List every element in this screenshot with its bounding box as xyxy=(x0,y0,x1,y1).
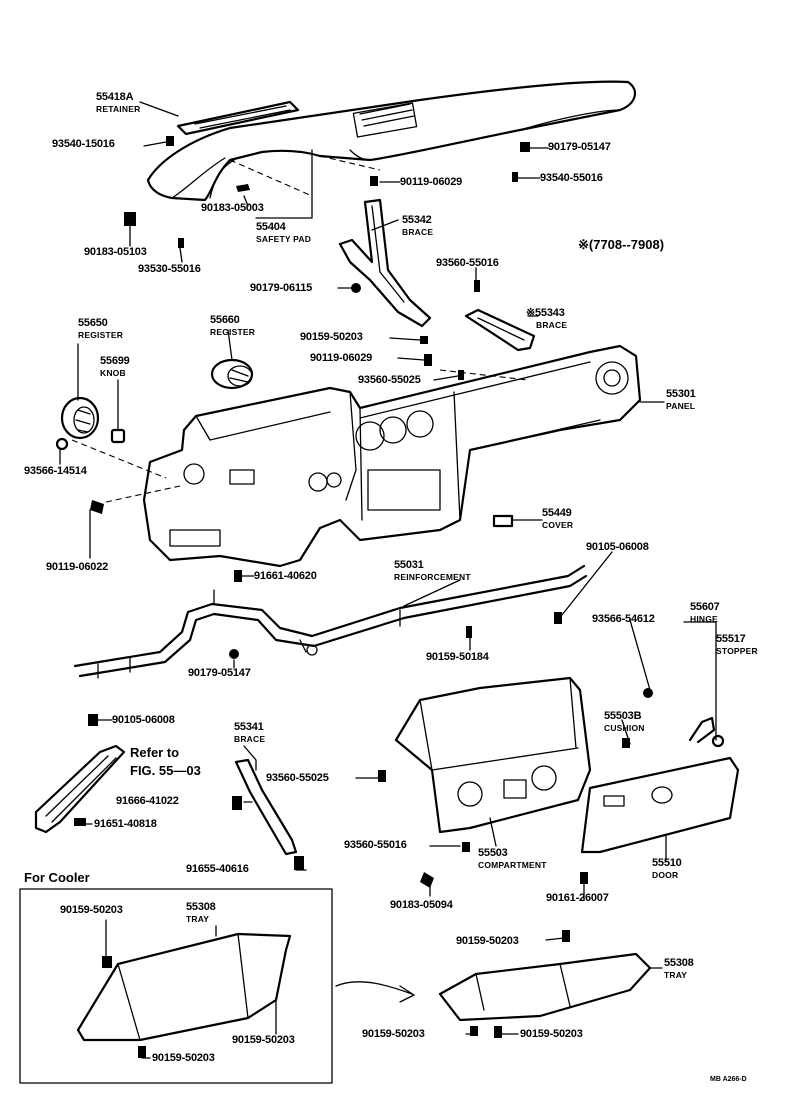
label-brace-55342: BRACE xyxy=(402,227,434,237)
knob-part xyxy=(110,428,126,444)
label-brace-55343: BRACE xyxy=(536,320,568,330)
label-55418a: 55418A xyxy=(96,91,134,103)
label-90159-50203-upper: 90159-50203 xyxy=(300,331,363,343)
label-55404: 55404 xyxy=(256,221,286,233)
label-stopper: STOPPER xyxy=(716,646,758,656)
tray-cooler-part xyxy=(76,932,292,1042)
label-brace-55341: BRACE xyxy=(234,734,266,744)
label-90183-05003: 90183-05003 xyxy=(201,202,264,214)
cover-part xyxy=(492,514,514,528)
label-93566-54612: 93566-54612 xyxy=(592,613,655,625)
label-93560-55025-lower: 93560-55025 xyxy=(266,772,329,784)
label-93540-55016: 93540-55016 xyxy=(540,172,603,184)
label-register-55660: REGISTER xyxy=(210,327,256,337)
label-fig-55-03: FIG. 55—03 xyxy=(130,763,201,778)
label-panel: PANEL xyxy=(666,401,696,411)
tray-part xyxy=(438,952,652,1022)
label-reinforcement: REINFORCEMENT xyxy=(394,572,471,582)
label-91666-41022: 91666-41022 xyxy=(116,795,179,807)
label-90105-06008-left: 90105-06008 xyxy=(112,714,175,726)
label-55503b: 55503B xyxy=(604,710,642,722)
label-90179-05147-top: 90179-05147 xyxy=(548,141,611,153)
label-90159-50203-tray-top: 90159-50203 xyxy=(456,935,519,947)
label-93566-14514: 93566-14514 xyxy=(24,465,87,477)
register-55660-part xyxy=(210,358,254,390)
label-90159-50203-cooler-bottom: 90159-50203 xyxy=(152,1052,215,1064)
label-tray-cooler: TRAY xyxy=(186,914,210,924)
label-55517: 55517 xyxy=(716,633,746,645)
label-93560-55016-top: 93560-55016 xyxy=(436,257,499,269)
instrument-panel-part xyxy=(71,344,642,568)
label-55341: 55341 xyxy=(234,721,264,733)
label-90159-50184: 90159-50184 xyxy=(426,651,489,663)
label-90159-50203-tray-right: 90159-50203 xyxy=(520,1028,583,1040)
label-55343: ※55343 xyxy=(526,307,565,319)
label-door: DOOR xyxy=(652,870,679,880)
label-55342: 55342 xyxy=(402,214,432,226)
label-55650: 55650 xyxy=(78,317,108,329)
label-93540-15016: 93540-15016 xyxy=(52,138,115,150)
retainer-part xyxy=(176,100,300,136)
fastener-symbols xyxy=(74,136,653,1058)
leader-lines xyxy=(59,101,717,1059)
hinge-part xyxy=(688,716,716,744)
brace-55341-part xyxy=(234,758,298,856)
label-55308: 55308 xyxy=(664,957,694,969)
label-91651-40818: 91651-40818 xyxy=(94,818,157,830)
label-90119-06029-top: 90119-06029 xyxy=(400,176,463,188)
label-55607: 55607 xyxy=(690,601,720,613)
label-90179-05147-mid: 90179-05147 xyxy=(188,667,251,679)
for-cooler-frame xyxy=(19,888,333,1084)
label-90105-06008-right: 90105-06008 xyxy=(586,541,649,553)
label-knob: KNOB xyxy=(100,368,126,378)
arrow-connector xyxy=(335,981,415,1003)
stopper-part xyxy=(711,734,725,748)
door-part xyxy=(580,756,740,854)
label-safety-pad: SAFETY PAD xyxy=(256,234,312,244)
label-tray: TRAY xyxy=(664,970,688,980)
label-90159-50203-cooler-right: 90159-50203 xyxy=(232,1034,295,1046)
label-91661-40620: 91661-40620 xyxy=(254,570,317,582)
label-cover: COVER xyxy=(542,520,574,530)
label-compartment: COMPARTMENT xyxy=(478,860,547,870)
label-register-55650: REGISTER xyxy=(78,330,124,340)
label-93530-55016: 93530-55016 xyxy=(138,263,201,275)
label-cushion: CUSHION xyxy=(604,723,645,733)
label-55308-cooler: 55308 xyxy=(186,901,216,913)
label-90119-06022: 90119-06022 xyxy=(46,561,109,573)
reinforcement-part xyxy=(73,564,588,679)
label-55510: 55510 xyxy=(652,857,682,869)
brace-55342-part xyxy=(338,198,432,328)
label-93560-55025-upper: 93560-55025 xyxy=(358,374,421,386)
label-refer-to: Refer to xyxy=(130,745,180,760)
label-55660: 55660 xyxy=(210,314,240,326)
brace-left-part xyxy=(34,744,126,834)
label-for-cooler: For Cooler xyxy=(24,870,90,885)
label-55449: 55449 xyxy=(542,507,572,519)
brace-55343-part xyxy=(464,308,536,352)
label-93560-55016-lower: 93560-55016 xyxy=(344,839,407,851)
label-55301: 55301 xyxy=(666,388,696,400)
safety-pad-part xyxy=(146,80,637,202)
label-90161-26007: 90161-26007 xyxy=(546,892,609,904)
label-55031: 55031 xyxy=(394,559,424,571)
register-55650-part xyxy=(60,396,100,440)
label-90159-50203-tray-left: 90159-50203 xyxy=(362,1028,425,1040)
label-91655-40616: 91655-40616 xyxy=(186,863,249,875)
label-90159-50203-cooler-top: 90159-50203 xyxy=(60,904,123,916)
small-clip-93566 xyxy=(55,437,69,451)
compartment-part xyxy=(394,676,592,834)
label-90179-06115: 90179-06115 xyxy=(250,282,313,294)
label-7708-7908: ※(7708--7908) xyxy=(578,237,665,252)
label-55503: 55503 xyxy=(478,847,508,859)
label-90183-05103: 90183-05103 xyxy=(84,246,147,258)
label-figure-code: MB A266-D xyxy=(710,1076,747,1083)
label-90119-06029-mid: 90119-06029 xyxy=(310,352,373,364)
label-90183-05094: 90183-05094 xyxy=(390,899,453,911)
label-hinge: HINGE xyxy=(690,614,718,624)
label-retainer: RETAINER xyxy=(96,104,141,114)
label-55699: 55699 xyxy=(100,355,130,367)
